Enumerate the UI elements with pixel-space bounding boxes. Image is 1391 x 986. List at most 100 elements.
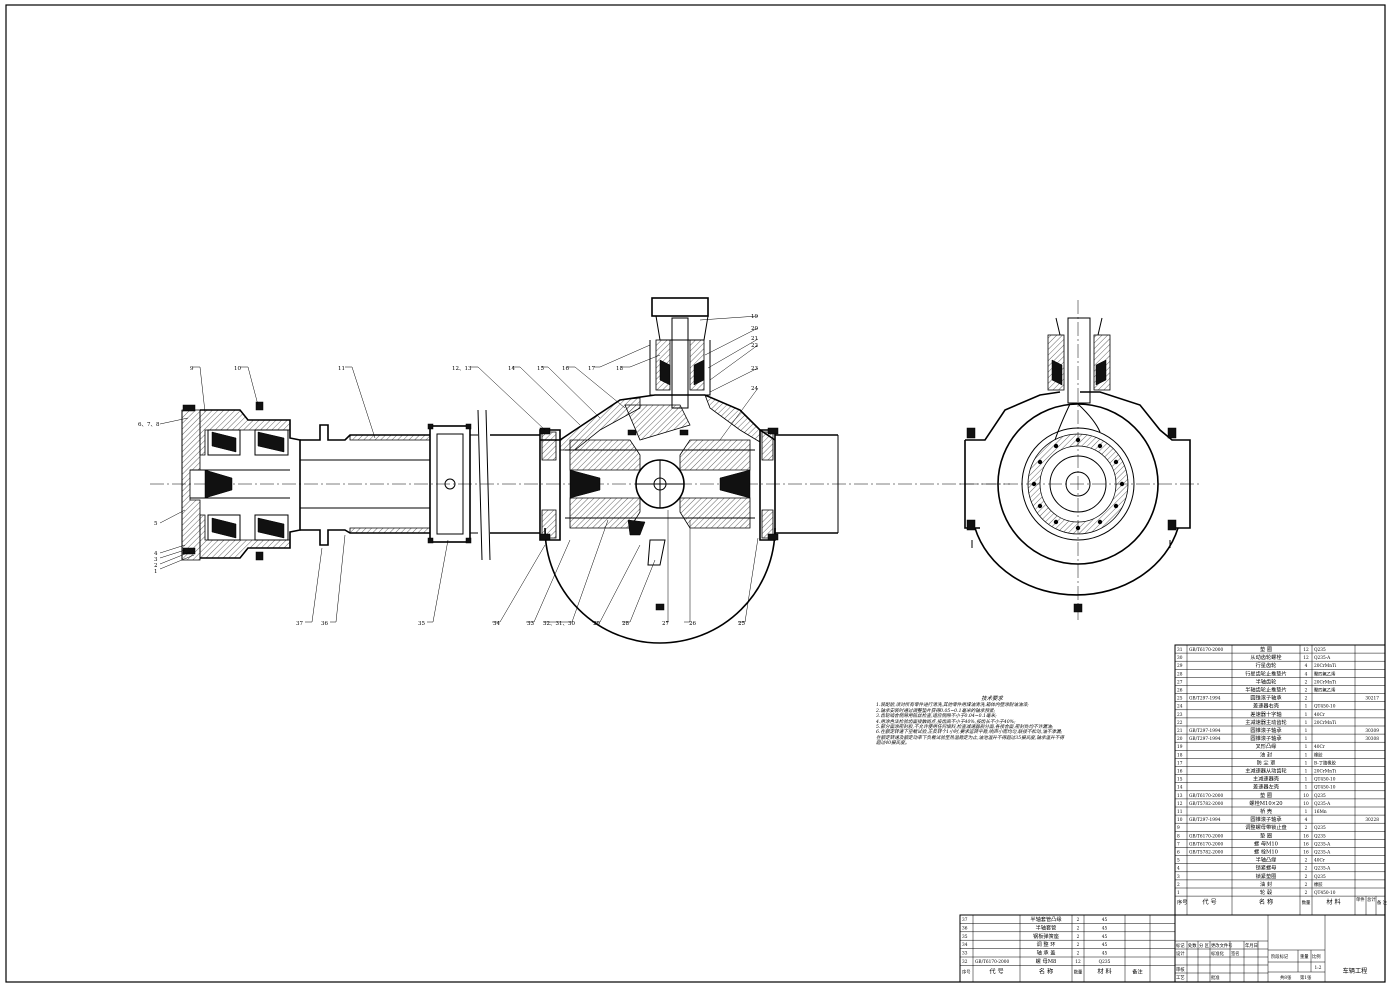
bom-material: Q235 bbox=[1314, 875, 1326, 880]
bom-note: 30309 bbox=[1365, 729, 1379, 734]
bom-material: 20CrMnTi bbox=[1314, 680, 1337, 685]
bom-no: 27 bbox=[1177, 680, 1183, 685]
side-elevation-view bbox=[960, 300, 1200, 620]
tb-scale: 比例 bbox=[1312, 953, 1321, 960]
bom-qty: 1 bbox=[1305, 761, 1308, 766]
bom-code: GB/T5782-2000 bbox=[1189, 802, 1223, 807]
balloon-37: 37 bbox=[296, 621, 303, 627]
bom-name: 半轴齿轮 bbox=[1256, 677, 1277, 685]
bom-name: 轮 毂 bbox=[1260, 888, 1272, 896]
bom-material: 聚四氟乙烯 bbox=[1314, 687, 1336, 694]
tech-line-5: 5.部分面涂密封胶,不允许使用任何填料,检查减速器剖分面,各接合面,密封处均不许… bbox=[876, 725, 1054, 731]
bom-material: QT450-10 bbox=[1314, 705, 1336, 710]
bom-no: 12 bbox=[1177, 802, 1183, 807]
bom-name: 锁紧螺母 bbox=[1256, 864, 1277, 872]
bom-qty: 1 bbox=[1305, 770, 1308, 775]
bom-no: 25 bbox=[1177, 697, 1183, 702]
bom-material: 20CrMnTi bbox=[1314, 770, 1337, 775]
balloon-28: 28 bbox=[622, 621, 629, 627]
bom-note: 30228 bbox=[1365, 818, 1379, 823]
balloon-labels-left: 9 10 11 6、7、8 5 4 3 2 1 37 36 35 bbox=[138, 366, 425, 627]
bom-header-material: 材 料 bbox=[1326, 898, 1340, 906]
balloon-23: 23 bbox=[751, 366, 758, 372]
balloon-14: 14 bbox=[508, 366, 515, 372]
bom-header-name: 名 称 bbox=[1259, 898, 1273, 906]
bom-qty: 1 bbox=[1305, 721, 1308, 726]
bom-name: 主减速器壳 bbox=[1253, 775, 1279, 783]
bom-material: Q235-A bbox=[1314, 802, 1331, 807]
bom-no: 20 bbox=[1177, 737, 1183, 742]
tb-count: 处数 bbox=[1188, 942, 1197, 949]
bom-code: GB/T297-1994 bbox=[1189, 729, 1221, 734]
tb-process: 工艺 bbox=[1176, 975, 1185, 981]
bom-material: QT450-10 bbox=[1314, 891, 1336, 896]
bom-name: 差速器十字轴 bbox=[1250, 710, 1281, 718]
bom-name: 从动齿轮螺栓 bbox=[1250, 653, 1282, 661]
bom-name: 调整螺母带锁止盘 bbox=[1245, 823, 1287, 831]
bom-no: 17 bbox=[1177, 761, 1183, 766]
bom-name: 垫 圈 bbox=[1260, 791, 1272, 799]
bom-qty: 1 bbox=[1305, 753, 1308, 758]
bom-header-code: 代 号 bbox=[1202, 898, 1216, 906]
bom-qty: 1 bbox=[1305, 705, 1308, 710]
bom-qty: 2 bbox=[1305, 697, 1308, 702]
bom-no: 13 bbox=[1177, 794, 1183, 799]
bom-qty: 1 bbox=[1305, 810, 1308, 815]
bom-note: 30308 bbox=[1365, 737, 1379, 742]
bom-code: GB/T6170-2000 bbox=[1189, 794, 1223, 799]
bom-name: 垫 圈 bbox=[1260, 831, 1272, 839]
lower-bom-no: 33 bbox=[962, 952, 968, 957]
bom-qty: 1 bbox=[1305, 713, 1308, 718]
bom-name: 半轴齿轮止推垫片 bbox=[1245, 686, 1287, 694]
balloon-6-7-8: 6、7、8 bbox=[138, 422, 160, 428]
bom-qty: 2 bbox=[1305, 689, 1308, 694]
balloon-2: 2 bbox=[154, 563, 158, 569]
tb-date: 年月日 bbox=[1245, 942, 1258, 949]
balloon-27: 27 bbox=[662, 621, 669, 627]
tech-line-4: 4.用涂色法检验齿面接触斑点,按齿高不小于40%,按齿长不小于40%; bbox=[876, 719, 1016, 725]
balloon-24: 24 bbox=[751, 386, 758, 392]
bom-no: 14 bbox=[1177, 786, 1183, 791]
bom-no: 21 bbox=[1177, 729, 1183, 734]
bom-name: 主减速器从动齿轮 bbox=[1245, 767, 1287, 775]
bom-material: QT450-10 bbox=[1314, 778, 1336, 783]
bom-material: 40Cr bbox=[1314, 859, 1326, 864]
lower-bom-name: 半轴套管 bbox=[1036, 923, 1057, 931]
tb-mark: 标记 bbox=[1176, 942, 1185, 949]
bom-code: GB/T297-1994 bbox=[1189, 697, 1221, 702]
bom-name: 行星齿轮止推垫片 bbox=[1245, 669, 1287, 677]
bom-no: 4 bbox=[1177, 867, 1180, 872]
bom-material: Q235-A bbox=[1314, 867, 1331, 872]
tb-sign: 签名 bbox=[1231, 950, 1240, 957]
balloon-21: 21 bbox=[751, 336, 758, 342]
balloon-3: 3 bbox=[154, 557, 158, 563]
bom-no: 11 bbox=[1177, 810, 1183, 815]
bom-qty: 10 bbox=[1303, 794, 1309, 799]
sheet-border bbox=[5, 4, 1386, 983]
bom-qty: 10 bbox=[1303, 802, 1309, 807]
tech-line-2: 2.轴承安装时通过调整垫片获得0.05~0.1毫米的轴承预紧; bbox=[876, 708, 996, 714]
lower-bom-qty: 2 bbox=[1077, 952, 1080, 957]
balloon-12-13: 12、13 bbox=[452, 366, 472, 372]
lower-bom-no: 36 bbox=[962, 926, 968, 931]
tb-scale-value: 1:2 bbox=[1315, 966, 1322, 971]
bom-name: 圆锥滚子轴承 bbox=[1250, 734, 1282, 742]
bom-qty: 2 bbox=[1305, 859, 1308, 864]
lower-bom-no: 37 bbox=[962, 918, 968, 923]
lower-bom-qty: 2 bbox=[1077, 918, 1080, 923]
